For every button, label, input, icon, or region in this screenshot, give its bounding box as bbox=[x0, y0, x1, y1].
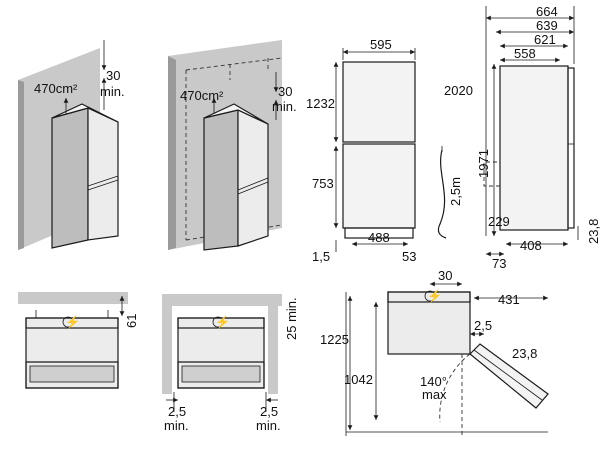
svg-text:⚡: ⚡ bbox=[65, 315, 80, 329]
side-view-panel: 664 639 621 558 2020 1971 229 408 23,8 7… bbox=[444, 4, 600, 271]
dim-height-inner: 1971 bbox=[476, 149, 491, 178]
fridge-side bbox=[51, 107, 89, 249]
dim-upper-height: 1232 bbox=[306, 96, 335, 111]
fridge2-front bbox=[237, 109, 269, 247]
top-view-b-panel: ⚡ 25 min. 2,5 min. 2,5 min. bbox=[162, 294, 299, 433]
dim-top-right: 431 bbox=[498, 292, 520, 307]
svg-text:⚡: ⚡ bbox=[427, 289, 442, 303]
dim-foot-depth: 408 bbox=[520, 238, 542, 253]
top-view-a-panel: ⚡ 61 bbox=[18, 292, 139, 389]
dim-angle-unit: max bbox=[422, 387, 447, 402]
dim-door-thick: 23,8 bbox=[512, 346, 537, 361]
front-view-panel: 595 1232 753 488 1,5 53 2,5m bbox=[306, 37, 463, 264]
dim-angle: 140° bbox=[420, 374, 447, 389]
dim-top-width: 30 bbox=[438, 268, 452, 283]
dim-total-depth: 1225 bbox=[320, 332, 349, 347]
label-gap-2: 30 bbox=[278, 84, 292, 99]
dim-side-gap: 25 min. bbox=[284, 297, 299, 340]
fridge-lower-door bbox=[342, 143, 416, 229]
label-vent-area-2: 470cm² bbox=[180, 88, 224, 103]
dim-open-depth: 1042 bbox=[344, 372, 373, 387]
label-gap-unit-2: min. bbox=[272, 99, 297, 114]
dim-feet-span: 488 bbox=[368, 230, 390, 245]
label-vent-area: 470cm² bbox=[34, 81, 78, 96]
install-panel-right: 470cm² 30 min. bbox=[168, 40, 297, 251]
fridge-side-body bbox=[499, 65, 569, 231]
dim-depth-664: 664 bbox=[536, 4, 558, 19]
label-gap: 30 bbox=[106, 68, 120, 83]
dim-hinge-gap: 2,5 bbox=[474, 318, 492, 333]
dim-right-gap: 2,5 bbox=[260, 404, 278, 419]
dim-rear-offset: 73 bbox=[492, 256, 506, 271]
dim-left-margin: 1,5 bbox=[312, 249, 330, 264]
dim-bottom-offset: 229 bbox=[488, 214, 510, 229]
dim-depth-639: 639 bbox=[536, 18, 558, 33]
svg-text:⚡: ⚡ bbox=[215, 315, 230, 329]
dim-depth-558: 558 bbox=[514, 46, 536, 61]
dim-depth-621: 621 bbox=[534, 32, 556, 47]
dim-foot-height: 23,8 bbox=[586, 219, 600, 244]
dim-cable-length: 2,5m bbox=[448, 177, 463, 206]
dim-right-gap-unit: min. bbox=[256, 418, 281, 433]
dim-height-total: 2020 bbox=[444, 83, 473, 98]
fridge-front bbox=[87, 107, 119, 241]
fridge2-top bbox=[203, 103, 269, 125]
dim-left-gap: 2,5 bbox=[168, 404, 186, 419]
dim-lower-height: 753 bbox=[312, 176, 334, 191]
install-panel-left: 470cm² 30 min. bbox=[18, 40, 125, 250]
door-opening-panel: ⚡ 1225 1042 30 431 2,5 23,8 140° max bbox=[320, 268, 549, 438]
fridge2-side bbox=[203, 109, 239, 251]
dim-right-margin: 53 bbox=[402, 249, 416, 264]
fridge-upper-door bbox=[342, 61, 416, 143]
label-gap-unit: min. bbox=[100, 84, 125, 99]
dim-top-gap: 61 bbox=[124, 314, 139, 328]
fridge-top bbox=[51, 103, 119, 123]
dim-width: 595 bbox=[370, 37, 392, 52]
dim-left-gap-unit: min. bbox=[164, 418, 189, 433]
